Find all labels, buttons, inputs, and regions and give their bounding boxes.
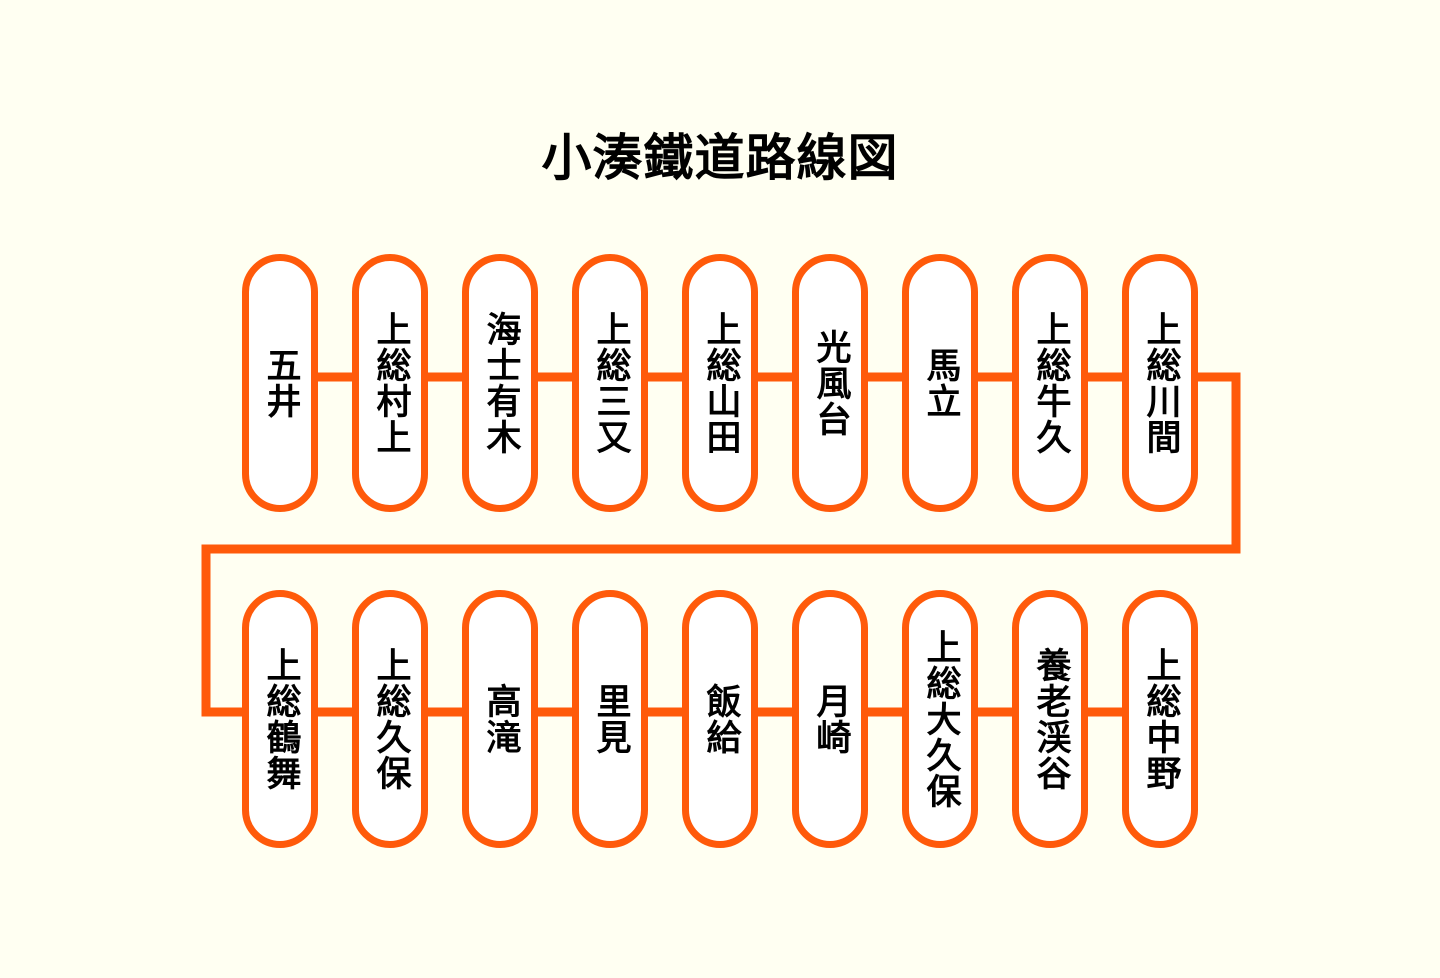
station-1-7: 馬立 [902,254,978,512]
diagram-title: 小湊鐵道路線図 [541,129,899,187]
station-1-6: 光風台 [792,254,868,512]
station-name: 高滝 [480,683,521,755]
station-1-8: 上総牛久 [1012,254,1088,512]
station-name: 上総村上 [370,311,411,455]
station-2-1: 上総鶴舞 [242,590,318,848]
station-2-5: 飯給 [682,590,758,848]
station-1-3: 海士有木 [462,254,538,512]
station-2-9: 上総中野 [1122,590,1198,848]
station-1-4: 上総三又 [572,254,648,512]
station-name: 海士有木 [480,311,521,455]
station-name: 上総三又 [590,311,631,455]
station-name: 馬立 [920,347,961,419]
station-name: 上総大久保 [920,629,961,809]
station-1-2: 上総村上 [352,254,428,512]
station-name: 上総牛久 [1030,311,1071,455]
station-2-6: 月崎 [792,590,868,848]
station-name: 光風台 [810,329,851,437]
station-name: 上総山田 [700,311,741,455]
station-name: 里見 [590,683,631,755]
station-2-7: 上総大久保 [902,590,978,848]
station-name: 上総鶴舞 [260,647,301,791]
station-name: 養老渓谷 [1030,647,1071,791]
station-1-9: 上総川間 [1122,254,1198,512]
station-name: 上総中野 [1140,647,1181,791]
station-1-1: 五井 [242,254,318,512]
station-2-2: 上総久保 [352,590,428,848]
station-name: 上総久保 [370,647,411,791]
station-name: 上総川間 [1140,311,1181,455]
station-1-5: 上総山田 [682,254,758,512]
station-name: 五井 [260,347,301,419]
station-2-8: 養老渓谷 [1012,590,1088,848]
station-name: 飯給 [700,683,741,755]
station-2-4: 里見 [572,590,648,848]
station-name: 月崎 [810,683,851,755]
station-2-3: 高滝 [462,590,538,848]
